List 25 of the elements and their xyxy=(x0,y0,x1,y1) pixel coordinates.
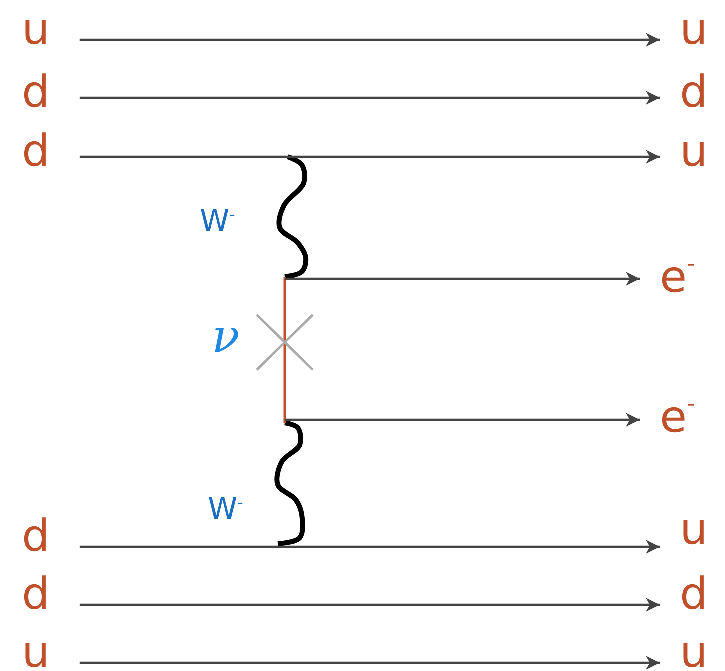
particle-line-arrow xyxy=(80,656,660,670)
particle-line-arrow xyxy=(80,540,660,554)
particle-label: d xyxy=(22,515,50,559)
particle-label: e$^{-}$ xyxy=(660,396,696,440)
particle-label: d xyxy=(22,71,50,115)
neutrino-label: ν xyxy=(212,313,240,359)
particle-line-arrow xyxy=(80,598,660,612)
particle-label: d xyxy=(22,573,50,617)
particle-label: u xyxy=(22,8,50,52)
particle-label: u xyxy=(680,508,708,552)
particle-label: u xyxy=(680,8,708,52)
boson-label: W$^{-}$ xyxy=(208,495,244,525)
particle-line-arrow xyxy=(285,272,640,286)
particle-line-arrow xyxy=(285,413,640,427)
particle-line-arrow xyxy=(80,150,660,164)
boson-label: W$^{-}$ xyxy=(200,207,236,237)
particle-label: d xyxy=(680,71,708,115)
particle-label: u xyxy=(680,631,708,671)
particle-label: u xyxy=(680,130,708,174)
particle-label: d xyxy=(680,573,708,617)
particle-line-arrow xyxy=(80,91,660,105)
particle-line-arrow xyxy=(80,33,660,47)
particle-label: u xyxy=(22,631,50,671)
particle-label: d xyxy=(22,130,50,174)
particle-label: e$^{-}$ xyxy=(660,256,696,300)
